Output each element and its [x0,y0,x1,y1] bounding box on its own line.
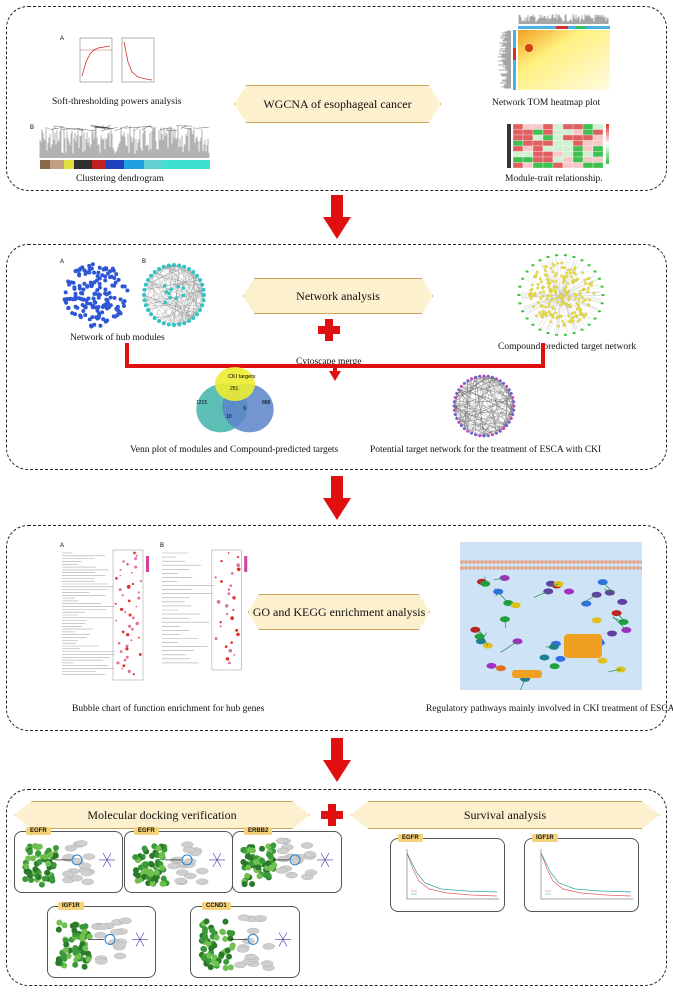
docking-tag-0: EGFR [26,827,51,835]
hub-module-networks: A B [56,255,216,331]
venn-value-1: 10 [226,414,232,420]
dendrogram-caption: Clustering dendrogram [76,174,164,184]
dendrogram-plot: B [28,122,210,170]
enrichment-panel [6,525,667,731]
docking-title: Molecular docking verification [14,801,310,829]
venn-caption: Venn plot of modules and Compound-predic… [130,445,339,455]
down-arrow-2 [323,476,351,520]
bubble-letter-b: B [160,543,164,549]
docking-tag-1: EGFR [134,827,159,835]
network-title: Network analysis [243,278,433,314]
docking-tag-4: CCND1 [202,902,231,910]
survival-title: Survival analysis [350,801,660,829]
docking-card-igf1r [47,906,156,978]
enrichment-title: GO and KEGG enrichment analysis [248,594,430,630]
survival-tag-1: IGF1R [532,834,558,842]
soft-threshold-caption: Soft-thresholding powers analysis [52,97,182,107]
wgcna-panel [6,6,667,191]
pathways-caption: Regulatory pathways mainly involved in C… [426,704,673,714]
cytoscape-merge-caption: Cytoscape merge [296,357,362,367]
docking-card-egfr-a [14,831,123,893]
venn-diagram: CKI targets 1215 10 888 251 9 [188,364,280,436]
bubble-chart-caption: Bubble chart of function enrichment for … [72,704,265,714]
survival-tag-0: EGFR [398,834,423,842]
panel-letter-a: A [60,36,64,42]
soft-threshold-plot: A [58,32,158,94]
potential-target-network [448,370,520,442]
potential-network-caption: Potential target network for the treatme… [370,445,602,455]
wgcna-title: WGCNA of esophageal cancer [234,85,441,123]
docking-card-ccnd1 [190,906,300,978]
plus-icon-docking [321,804,343,826]
docking-tag-2: ERBB2 [244,827,273,835]
tom-heatmap [496,12,611,92]
panel-letter-b: B [30,125,34,131]
module-trait-heatmap [504,118,614,178]
docking-survival-panel [6,789,667,986]
compound-target-caption: Compound-predicted target network [498,342,637,352]
merge-bracket [125,343,545,381]
docking-card-erbb2 [232,831,342,893]
pathway-diagram [460,542,642,690]
bubble-chart-go: A [58,540,158,690]
docking-card-egfr-b [124,831,233,893]
venn-value-0: 1215 [196,400,207,406]
venn-value-4: 9 [243,406,246,412]
hub-letter-b: B [142,259,146,265]
hub-modules-caption: Network of hub modules [70,333,165,343]
bubble-chart-kegg: B [158,540,256,680]
bubble-letter-a: A [60,543,64,549]
survival-plot-igf1r [524,838,639,912]
compound-target-network [506,252,616,338]
docking-tag-3: IGF1R [58,902,84,910]
network-panel [6,244,667,470]
survival-plot-egfr [390,838,505,912]
venn-label-cki: CKI targets [228,374,256,380]
module-trait-caption: Module-trait relationship. [505,174,603,184]
hub-letter-a: A [60,259,64,265]
plus-icon-network [318,319,340,341]
down-arrow-3 [323,738,351,782]
tom-heatmap-caption: Network TOM heatmap plot [492,98,601,108]
venn-value-2: 888 [262,400,271,406]
down-arrow-1 [323,195,351,239]
venn-value-3: 251 [230,386,239,392]
